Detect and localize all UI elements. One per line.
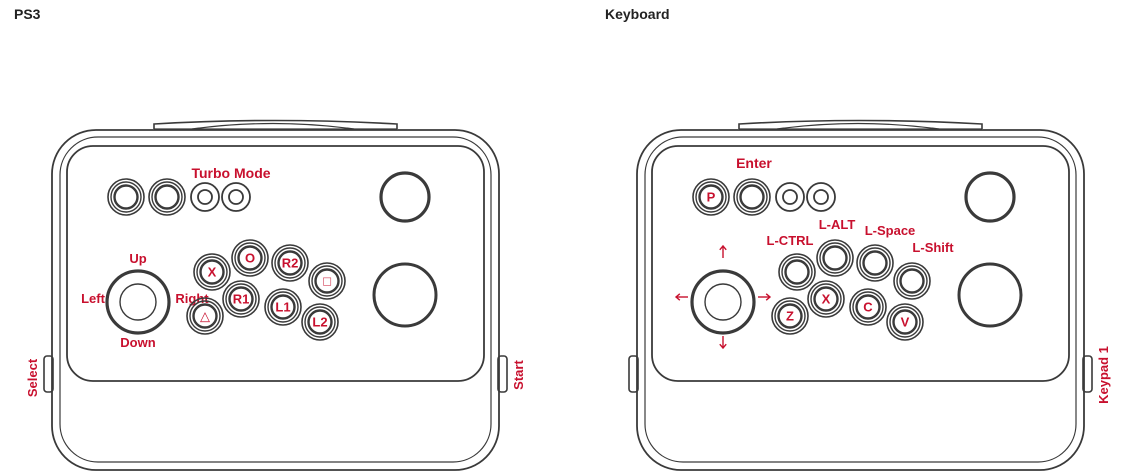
face-button-1-label: X <box>208 265 217 280</box>
round-button-top-right[interactable] <box>964 171 1016 223</box>
top-button-1[interactable] <box>107 178 145 216</box>
top-button-2[interactable] <box>148 178 186 216</box>
round-button-large-right[interactable] <box>957 262 1023 328</box>
face-button-4[interactable] <box>893 262 931 300</box>
face-button-6-label: X <box>822 292 831 307</box>
face-button-5-label: Z <box>786 309 794 324</box>
stick-label-up: Up <box>129 251 146 266</box>
face-button-4[interactable]: □ <box>308 262 346 300</box>
panel-title-keyboard: Keyboard <box>605 6 670 22</box>
stick-label-left: Left <box>81 291 106 306</box>
face-label-2: L-ALT <box>819 217 856 232</box>
face-button-4-label: □ <box>323 274 331 289</box>
face-button-8[interactable]: V <box>886 303 924 341</box>
face-button-6-label: R1 <box>233 292 250 307</box>
side-button-left[interactable] <box>628 355 639 393</box>
side-label-right: Start <box>511 360 526 390</box>
face-button-6[interactable]: R1 <box>222 280 260 318</box>
side-button-right[interactable] <box>497 355 508 393</box>
arrow-left-icon <box>674 293 688 301</box>
top-button-4[interactable] <box>806 182 836 212</box>
arrow-up-icon <box>719 244 727 258</box>
face-label-4: L-Shift <box>912 240 954 255</box>
face-button-8-label: L2 <box>312 315 327 330</box>
side-label-right: Keypad 1 <box>1096 346 1111 404</box>
face-button-5[interactable]: △ <box>186 297 224 335</box>
arrow-right-icon <box>758 293 772 301</box>
button-panel <box>651 145 1070 382</box>
face-button-7[interactable]: C <box>849 288 887 326</box>
face-button-3[interactable] <box>856 244 894 282</box>
face-button-7-label: L1 <box>275 300 290 315</box>
top-button-2[interactable] <box>733 178 771 216</box>
face-label-3: L-Space <box>865 223 916 238</box>
joystick[interactable] <box>690 269 756 335</box>
top-label: Enter <box>736 155 772 171</box>
side-button-right[interactable] <box>1082 355 1093 393</box>
stick-label-down: Down <box>120 335 155 350</box>
top-button-4[interactable] <box>221 182 251 212</box>
face-button-2[interactable] <box>816 239 854 277</box>
face-button-2-label: O <box>245 251 255 266</box>
top-button-3[interactable] <box>775 182 805 212</box>
round-button-large-right[interactable] <box>372 262 438 328</box>
arrow-down-icon <box>719 336 727 350</box>
top-label: Turbo Mode <box>191 165 270 181</box>
round-button-top-right[interactable] <box>379 171 431 223</box>
face-button-1[interactable]: X <box>193 253 231 291</box>
face-button-5-label: △ <box>200 309 210 324</box>
side-label-left: Select <box>25 358 40 397</box>
top-button-3[interactable] <box>190 182 220 212</box>
face-button-1[interactable] <box>778 253 816 291</box>
button-panel <box>66 145 485 382</box>
panel-title-ps3: PS3 <box>14 6 41 22</box>
face-button-5[interactable]: Z <box>771 297 809 335</box>
face-label-1: L-CTRL <box>767 233 814 248</box>
face-button-7-label: C <box>863 300 873 315</box>
face-button-8-label: V <box>901 315 910 330</box>
top-button-1[interactable]: P <box>692 178 730 216</box>
controller-body <box>636 129 1085 471</box>
face-button-2[interactable]: O <box>231 239 269 277</box>
joystick[interactable] <box>105 269 171 335</box>
face-button-6[interactable]: X <box>807 280 845 318</box>
controller-body <box>51 129 500 471</box>
top-button-1-label: P <box>707 190 716 205</box>
side-button-left[interactable] <box>43 355 54 393</box>
face-button-3[interactable]: R2 <box>271 244 309 282</box>
face-button-8[interactable]: L2 <box>301 303 339 341</box>
face-button-3-label: R2 <box>282 256 299 271</box>
face-button-7[interactable]: L1 <box>264 288 302 326</box>
